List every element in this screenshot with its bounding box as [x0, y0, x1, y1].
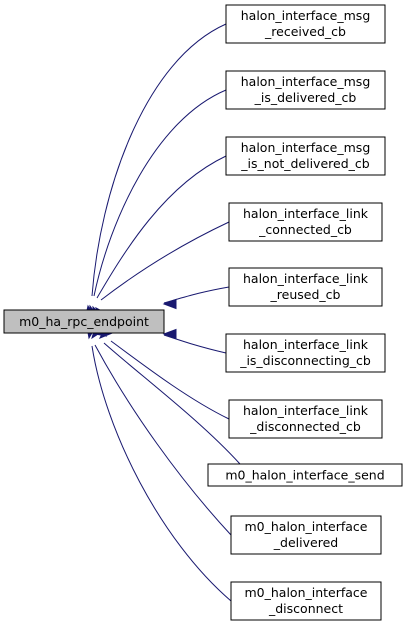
edge-link-reused-to-focus [162, 286, 230, 310]
caller-node-send[interactable]: m0_halon_interface_send [207, 463, 403, 487]
caller-node-label-line: halon_interface_msg [241, 140, 371, 155]
edge-link-is-disconnecting-to-focus [162, 328, 227, 354]
caller-node-label-line: m0_halon_interface_send [225, 468, 384, 483]
edge-line [163, 334, 227, 354]
caller-node-label-line: _reused_cb [270, 287, 341, 302]
caller-node-label-line: halon_interface_link [243, 206, 369, 221]
edge-delivered-to-focus [91, 324, 232, 536]
edge-line [94, 344, 232, 536]
caller-node-label-line: _is_delivered_cb [254, 90, 357, 105]
edge-is-not-delivered-to-focus [92, 155, 227, 321]
arrowhead-icon [162, 328, 177, 340]
caller-node-label-line: _is_disconnecting_cb [239, 353, 371, 368]
caller-node-label-line: _disconnected_cb [249, 419, 361, 434]
caller-node-label-line: _connected_cb [258, 222, 352, 237]
caller-node-label-line: _is_not_delivered_cb [240, 156, 369, 171]
caller-node-label-line: halon_interface_msg [241, 8, 371, 23]
edge-link-connected-to-focus [95, 221, 230, 321]
edge-received-to-focus [84, 23, 227, 320]
caller-node-label-line: halon_interface_link [243, 403, 369, 418]
arrowhead-icon [162, 298, 177, 310]
edge-line [100, 221, 230, 301]
caller-node-label-line: _disconnect [268, 601, 343, 616]
caller-nodes: halon_interface_msg_received_cbhalon_int… [207, 4, 403, 621]
caller-node-label-line: m0_halon_interface [244, 519, 367, 534]
edge-line [96, 155, 227, 299]
caller-node-link-reused[interactable]: halon_interface_link_reused_cb [228, 267, 383, 307]
caller-node-is-delivered[interactable]: halon_interface_msg_is_delivered_cb [225, 70, 386, 110]
caller-node-label-line: halon_interface_link [243, 337, 369, 352]
edge-line [103, 342, 241, 465]
caller-node-link-disconnected[interactable]: halon_interface_link_disconnected_cb [228, 399, 383, 439]
edge-link-disconnected-to-focus [92, 325, 230, 420]
caller-node-link-is-disconnecting[interactable]: halon_interface_link_is_disconnecting_cb [225, 333, 386, 373]
caller-node-label-line: halon_interface_msg [241, 74, 371, 89]
edge-disconnect-to-focus [86, 324, 232, 602]
caller-node-received[interactable]: halon_interface_msg_received_cb [225, 4, 386, 44]
edge-line [93, 89, 227, 297]
caller-node-label-line: m0_halon_interface [244, 585, 367, 600]
edge-line [110, 340, 230, 420]
edge-line [91, 23, 227, 297]
caller-node-label-line: _delivered [273, 535, 338, 550]
caller-node-delivered[interactable]: m0_halon_interface_delivered [230, 515, 382, 555]
caller-node-label-line: _received_cb [264, 24, 346, 39]
caller-node-link-connected[interactable]: halon_interface_link_connected_cb [228, 202, 383, 242]
focus-node-m0-ha-rpc-endpoint[interactable]: m0_ha_rpc_endpoint [3, 309, 165, 334]
caller-node-label-line: halon_interface_link [243, 271, 369, 286]
edge-is-delivered-to-focus [88, 89, 227, 320]
focus-node-label: m0_ha_rpc_endpoint [19, 314, 149, 329]
caller-node-is-not-delivered[interactable]: halon_interface_msg_is_not_delivered_cb [225, 136, 386, 176]
caller-node-disconnect[interactable]: m0_halon_interface_disconnect [230, 581, 382, 621]
edge-line [91, 345, 232, 602]
